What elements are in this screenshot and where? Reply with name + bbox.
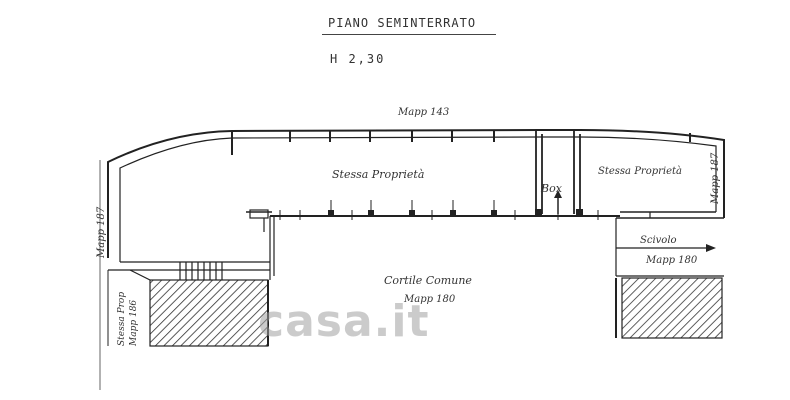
- label-cortile-mapp-180: Mapp 180: [403, 294, 456, 305]
- label-scivolo: Scivolo: [640, 235, 677, 246]
- columns: [328, 209, 583, 216]
- label-mapp-186: Mapp 186: [129, 300, 139, 347]
- hatched-block-right: [621, 277, 723, 339]
- label-stessa-proprieta-main: Stessa Proprietà: [332, 168, 424, 181]
- label-cortile-comune: Cortile Comune: [384, 274, 472, 287]
- stair-detail: [108, 209, 275, 281]
- ramp: [615, 212, 724, 277]
- label-box: Box: [540, 182, 563, 195]
- wall-partitions: [231, 131, 691, 155]
- label-mapp-180-right: Mapp 180: [645, 255, 698, 266]
- ceiling-height: H 2,30: [330, 52, 386, 66]
- column-ties: [330, 200, 495, 210]
- label-mapp-187-right: Mapp 187: [710, 152, 721, 205]
- hatched-block-left: [149, 279, 269, 347]
- label-mapp-187-left: Mapp 187: [96, 206, 107, 259]
- ramp-arrow: [706, 244, 716, 252]
- label-mapp-143: Mapp 143: [397, 107, 449, 118]
- plan-title: PIANO SEMINTERRATO: [328, 16, 477, 30]
- outer-wall: [107, 129, 725, 258]
- inner-wall: [119, 136, 717, 262]
- label-stessa-proprieta-right: Stessa Proprietà: [598, 166, 682, 177]
- title-underline: [322, 34, 496, 35]
- watermark-logo: casa.it: [258, 296, 430, 347]
- box-walls: [535, 129, 581, 214]
- label-stessa-prop-bottom: Stessa Prop: [117, 292, 127, 346]
